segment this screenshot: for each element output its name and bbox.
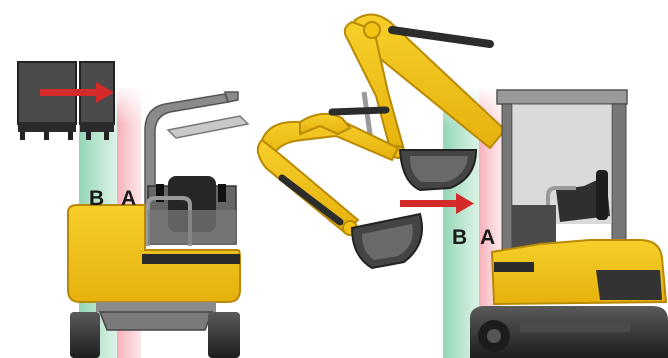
side-view: B A (258, 14, 668, 358)
side-zone-b-label: B (452, 226, 467, 249)
side-track (470, 306, 668, 358)
front-zone-a-label: A (121, 187, 136, 210)
side-zone-a-label: A (480, 226, 495, 249)
front-operator-seat (148, 176, 236, 246)
front-view: B A (18, 62, 248, 358)
side-upper-body (492, 240, 666, 304)
counterweight-icon (18, 62, 114, 140)
front-zone-b-label: B (89, 187, 104, 210)
